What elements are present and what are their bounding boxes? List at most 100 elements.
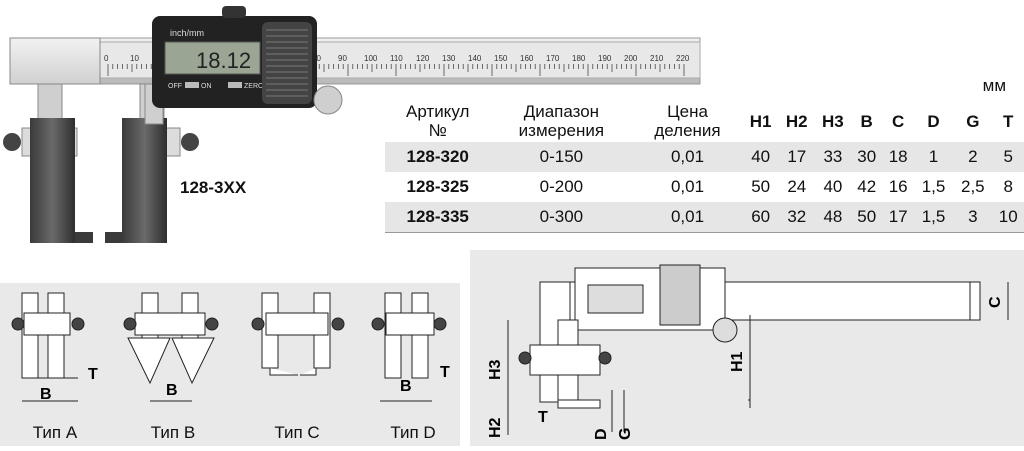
spec-header-text: G <box>966 111 980 131</box>
spec-cell: 1 <box>913 142 954 172</box>
type-b-caption: Тип B <box>150 423 196 442</box>
scale-label: 190 <box>598 54 612 63</box>
dim-label-h3: H3 <box>487 359 504 380</box>
dim-label-t: T <box>538 409 548 426</box>
spec-header-text: H2 <box>785 111 808 131</box>
spec-cell: 40 <box>742 142 779 172</box>
spec-cell: 50 <box>850 202 883 233</box>
spec-header-text: D <box>927 111 940 131</box>
spec-cell: 50 <box>751 177 771 196</box>
spec-cell: 3 <box>953 202 993 233</box>
spec-header-text: T <box>1003 111 1014 131</box>
spec-header-text: Диапазон <box>523 102 600 121</box>
dimension-illustration: C H1 H3 H2 T D G <box>487 264 1009 440</box>
type-a-dim-b: B <box>40 386 52 403</box>
article-number: 128-335 <box>385 202 491 233</box>
types-illustration: B T B B T <box>11 292 450 403</box>
scale-label: 200 <box>624 54 638 63</box>
spec-header-text: Цена <box>667 102 708 121</box>
dim-label-h2: H2 <box>487 417 504 438</box>
spec-header-text: измерения <box>518 121 605 140</box>
spec-header-text: C <box>892 111 905 131</box>
spec-cell: 0,01 <box>632 142 743 172</box>
scale-label: 140 <box>468 54 482 63</box>
scale-label: 90 <box>338 54 347 63</box>
type-a-caption: Тип A <box>32 423 78 442</box>
scale-label: 110 <box>390 54 403 63</box>
spec-header-6: B <box>851 100 882 142</box>
dim-label-c: C <box>987 296 1004 308</box>
type-b-dim-b: B <box>166 382 178 399</box>
spec-cell: 40 <box>823 177 843 196</box>
spec-header-text: H3 <box>822 111 844 131</box>
spec-header-text: B <box>860 111 873 131</box>
unit-label: мм <box>982 76 1006 95</box>
caliper-illustration: 0102030405060708090100110120130140150160… <box>3 6 701 243</box>
spec-cell: 1,5 <box>913 202 954 233</box>
left-jaw <box>30 118 75 243</box>
scale-label: 130 <box>442 54 456 63</box>
spec-cell: 17 <box>778 142 815 172</box>
article-number: 128-325 <box>406 177 469 196</box>
scale-label: 10 <box>130 54 139 63</box>
spec-cell: 42 <box>857 177 877 196</box>
type-c-caption: Тип C <box>274 423 320 442</box>
article-number: 128-320 <box>385 142 491 172</box>
type-d-caption: Тип D <box>390 423 436 442</box>
dim-label-d: D <box>593 428 610 440</box>
spec-cell: 16 <box>888 177 908 196</box>
spec-cell: 30 <box>850 142 883 172</box>
spec-header-8: D <box>914 100 953 142</box>
spec-cell: 2,5 <box>961 177 985 196</box>
thumb-roller <box>313 85 343 115</box>
spec-cell: 18 <box>882 142 914 172</box>
spec-cell: 0,01 <box>632 202 743 233</box>
type-d-dim-t: T <box>440 364 450 381</box>
spec-cell: 0-300 <box>490 202 633 233</box>
on-button-label[interactable]: ON <box>201 83 212 90</box>
dimension-drawing: C H1 H3 H2 T D G <box>470 250 1024 446</box>
scale-label: 170 <box>546 54 560 63</box>
spec-cell: 17 <box>882 202 914 233</box>
spec-cell: 24 <box>787 177 807 196</box>
scale-label: 180 <box>572 54 586 63</box>
scale-label: 220 <box>676 54 690 63</box>
spec-header-10: T <box>992 100 1024 142</box>
spec-cell: 8 <box>1003 177 1013 196</box>
spec-header-text: деления <box>654 121 721 140</box>
lcd-reading: 18.12 <box>196 48 251 73</box>
type-a-dim-t: T <box>88 366 98 383</box>
dim-label-h1: H1 <box>729 351 746 372</box>
spec-cell: 5 <box>992 142 1024 172</box>
scale-label: 100 <box>364 54 378 63</box>
type-d-dim-b: B <box>400 378 412 395</box>
spec-cell: 32 <box>778 202 815 233</box>
spec-cell: 60 <box>742 202 779 233</box>
off-button-label[interactable]: OFF <box>168 83 182 90</box>
spec-header-7: C <box>882 100 913 142</box>
unit-toggle-label: inch/mm <box>170 28 204 38</box>
spec-header-text: Артикул <box>405 102 470 121</box>
spec-header-text: № <box>428 121 447 140</box>
spec-header-4: H2 <box>779 100 815 142</box>
caliper-photo: 0102030405060708090100110120130140150160… <box>0 0 720 250</box>
scale-label: 0 <box>104 54 109 63</box>
spec-cell: 2 <box>953 142 993 172</box>
scale-label: 120 <box>416 54 430 63</box>
spec-header-9: G <box>953 100 992 142</box>
spec-cell: 0-200 <box>539 177 584 196</box>
spec-cell: 33 <box>814 142 851 172</box>
spec-cell: 1,5 <box>921 177 946 196</box>
spec-header-5: H3 <box>815 100 851 142</box>
spec-cell: 0-150 <box>490 142 633 172</box>
scale-label: 160 <box>520 54 534 63</box>
zero-button-label[interactable]: ZERO <box>244 83 264 90</box>
